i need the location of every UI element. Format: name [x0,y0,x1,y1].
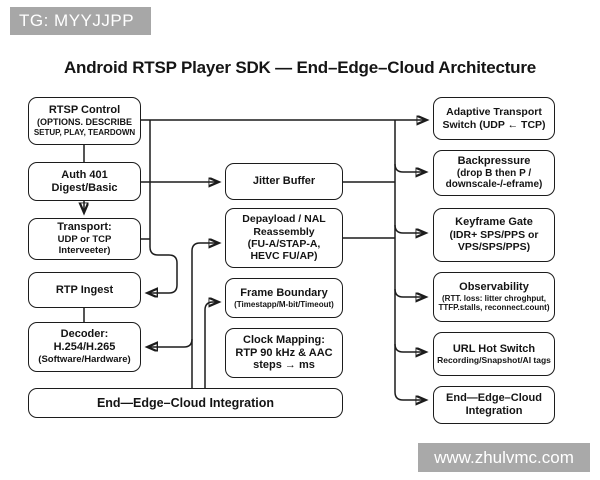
node-auth-401: Auth 401 Digest/Basic [28,162,141,201]
connector-v1-to-decoder [148,338,193,347]
node-line: Reassembly [253,225,315,238]
node-observability: Observability (RTT. loss: litter chroghp… [433,272,555,322]
node-line: steps → ms [253,359,315,372]
node-line: (Timestapp/M-bit/Timeout) [234,299,334,309]
node-end-edge-cloud-integration-bar: End—Edge–Cloud Integration [28,388,343,418]
node-line: End—Edge–Cloud Integration [96,395,275,410]
node-line: URL Hot Switch [452,342,536,355]
node-line: RTP 90 kHz & AAC [235,346,333,359]
node-line: H.254/H.265 [53,341,116,354]
connector-to-observability [394,288,425,297]
node-line: Recording/Snapshot/AI tags [437,355,551,366]
node-line: Transport: [57,221,112,234]
node-line: (OPTIONS. DESCRIBE [36,117,132,128]
node-clock-mapping: Clock Mapping: RTP 90 kHz & AAC steps → … [225,328,343,378]
connector-to-keyframe [394,224,425,233]
node-line: Observability [459,281,529,294]
node-line: Clock Mapping: [243,333,325,346]
telegram-badge: TG: MYYJJPP [10,7,151,35]
node-line: (drop B then P / [456,167,532,179]
node-depayload: Depayload / NAL Reassembly (FU-A/STAP-A,… [225,208,343,268]
node-line: Jitter Buffer [252,175,316,188]
node-line: Depayload / NAL [242,213,326,226]
node-line: End—Edge–Cloud [446,392,542,405]
node-line: HEVC FU/AP) [250,250,318,263]
node-line: Keyframe Gate [455,216,533,229]
node-line: (FU-A/STAP-A, [247,238,321,250]
node-line: VPS/SPS/PPS) [457,241,531,254]
connector-v2-to-frame-boundary [204,302,218,388]
node-line: UDP or TCP Interveeter) [57,234,112,257]
node-rtp-ingest: RTP Ingest [28,272,141,308]
node-rtsp-control: RTSP Control (OPTIONS. DESCRIBE SETUP, P… [28,97,141,145]
node-line: Switch (UDP ← TCP) [442,118,546,131]
node-line: RTSP Control [48,104,121,117]
node-frame-boundary: Frame Boundary (Timestapp/M-bit/Timeout) [225,278,343,318]
node-line: (RTT. loss: litter chroghput, [442,294,546,304]
node-keyframe-gate: Keyframe Gate (IDR+ SPS/PPS or VPS/SPS/P… [433,208,555,262]
node-line: TTFP.stalls, reconnect.count) [438,303,550,313]
node-line: Integration [465,405,523,417]
node-line: Auth 401 [61,168,108,181]
node-line: Adaptive Transport [446,106,542,119]
node-line: Backpressure [457,154,531,167]
node-transport: Transport: UDP or TCP Interveeter) [28,218,141,260]
node-backpressure: Backpressure (drop B then P / downscale-… [433,150,555,196]
diagram-title: Android RTSP Player SDK — End–Edge–Cloud… [63,58,537,77]
node-line: RTP Ingest [55,283,114,296]
node-line: Frame Boundary [240,286,328,299]
node-line: Digest/Basic [51,181,118,194]
node-line: (Software/Hardware) [38,354,131,366]
node-line: Decoder: [60,328,109,341]
node-line: downscale-/-eframe) [445,179,543,191]
connector-left-trunk [148,120,178,293]
node-end-edge-cloud-integration-right: End—Edge–Cloud Integration [433,386,555,424]
node-line: SETUP, PLAY, TEARDOWN [33,128,136,138]
node-decoder: Decoder: H.254/H.265 (Software/Hardware) [28,322,141,372]
node-url-hot-switch: URL Hot Switch Recording/Snapshot/AI tag… [433,332,555,376]
watermark: www.zhulvmc.com [418,443,590,472]
connector-to-backpressure [394,163,425,172]
connector-right-trunk [394,120,425,400]
node-adaptive-transport-switch: Adaptive Transport Switch (UDP ← TCP) [433,97,555,140]
node-jitter-buffer: Jitter Buffer [225,163,343,200]
connector-v1-to-depayload [191,243,218,388]
connector-to-url-switch [394,343,425,352]
node-line: (IDR+ SPS/PPS or [449,229,539,242]
